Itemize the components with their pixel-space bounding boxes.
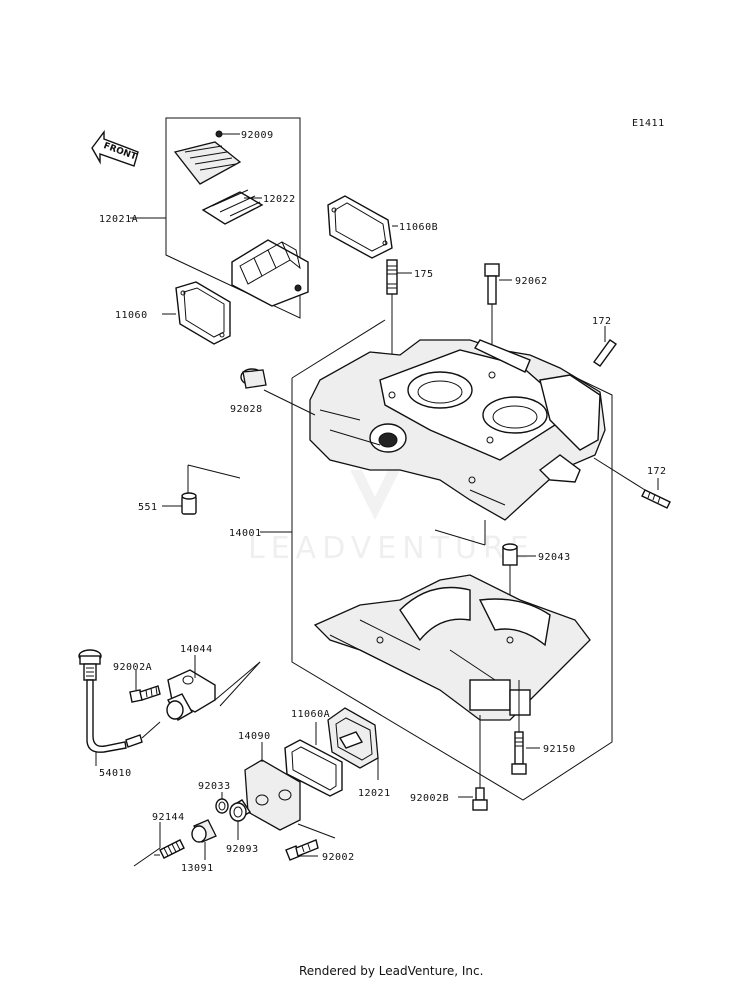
lower-crankcase bbox=[313, 574, 591, 721]
label-14090: 14090 bbox=[238, 731, 271, 742]
label-14001: 14001 bbox=[229, 528, 262, 539]
dowel-92043 bbox=[434, 520, 536, 620]
label-172-right: 172 bbox=[647, 466, 667, 477]
gasket-11060b bbox=[327, 195, 398, 259]
label-92150: 92150 bbox=[543, 744, 576, 755]
label-11060: 11060 bbox=[115, 310, 148, 321]
label-92002b: 92002B bbox=[410, 793, 449, 804]
label-92033: 92033 bbox=[198, 781, 231, 792]
reed-valve-box bbox=[130, 117, 309, 319]
spring-92144 bbox=[133, 822, 185, 867]
crankcase-box bbox=[260, 319, 613, 801]
label-92043: 92043 bbox=[538, 552, 571, 563]
bolt-92002 bbox=[285, 839, 319, 861]
label-12021a: 12021A bbox=[99, 214, 138, 225]
cable-54010 bbox=[78, 649, 161, 766]
label-92144: 92144 bbox=[152, 812, 185, 823]
label-11060b: 11060B bbox=[399, 222, 438, 233]
bracket-14090 bbox=[244, 742, 336, 839]
label-12022: 12022 bbox=[263, 194, 296, 205]
front-arrow-icon: FRONT bbox=[91, 129, 139, 167]
label-92062: 92062 bbox=[515, 276, 548, 287]
label-92028: 92028 bbox=[230, 404, 263, 415]
bolt-92150 bbox=[511, 680, 540, 775]
label-13091: 13091 bbox=[181, 863, 214, 874]
collar-92093 bbox=[229, 799, 251, 840]
label-54010: 54010 bbox=[99, 768, 132, 779]
label-92002a: 92002A bbox=[113, 662, 152, 673]
label-92002: 92002 bbox=[322, 852, 355, 863]
label-12021: 12021 bbox=[358, 788, 391, 799]
dowel-551 bbox=[162, 464, 241, 515]
watermark: LEADVENTURE bbox=[248, 470, 535, 566]
part-13091 bbox=[191, 819, 217, 860]
plug-92028 bbox=[240, 368, 316, 416]
label-11060a: 11060A bbox=[291, 709, 330, 720]
part-labels: 92009 12022 12021A 11060B 175 92062 1106… bbox=[99, 130, 667, 874]
gasket-11060 bbox=[162, 281, 231, 345]
bolt-92062 bbox=[484, 263, 512, 375]
label-172-upper: 172 bbox=[592, 316, 612, 327]
watermark-text: LEADVENTURE bbox=[248, 531, 535, 566]
footer-credit: Rendered by LeadVenture, Inc. bbox=[299, 964, 483, 978]
label-175: 175 bbox=[414, 269, 434, 280]
cover-12021 bbox=[327, 707, 379, 780]
label-14044: 14044 bbox=[180, 644, 213, 655]
diagram-code: E1411 bbox=[632, 118, 665, 129]
label-92009: 92009 bbox=[241, 130, 274, 141]
upper-crankcase bbox=[309, 339, 606, 521]
stud-172-right bbox=[593, 457, 671, 509]
bolt-92002b bbox=[458, 715, 488, 811]
oil-pump-14044 bbox=[129, 655, 261, 721]
label-92093: 92093 bbox=[226, 844, 259, 855]
label-551: 551 bbox=[138, 502, 158, 513]
stud-172-upper bbox=[593, 326, 617, 367]
seal-92033 bbox=[215, 792, 229, 814]
